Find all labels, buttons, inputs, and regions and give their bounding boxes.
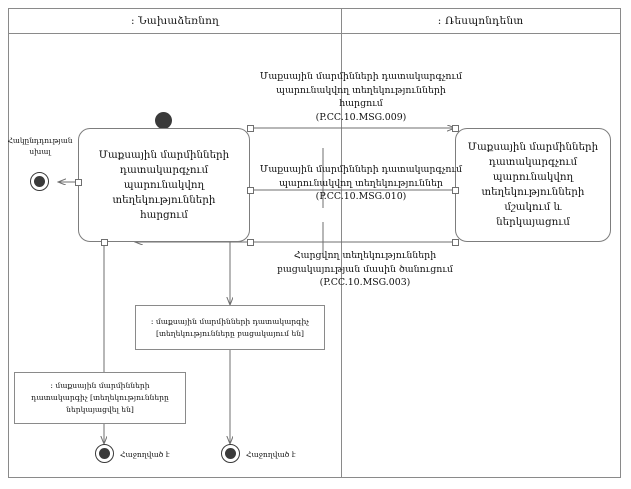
note-absent-text: : մաքսային մարմինների դատակարգիչ [տեղեկո… [150, 316, 310, 338]
message-label-msg009: Մաքսային մարմինների դատակարգչում պարունա… [255, 70, 467, 124]
pin-process-top-left[interactable] [451, 124, 459, 132]
message-text-msg010: Մաքսային մարմինների դատակարգչում պարունա… [259, 164, 463, 202]
message-text-msg009: Մաքսային մարմինների դատակարգչում պարունա… [259, 71, 463, 109]
final-node-error[interactable] [30, 172, 49, 191]
note-absent[interactable]: : մաքսային մարմինների դատակարգիչ [տեղեկո… [135, 305, 325, 350]
pin-request-left[interactable] [74, 178, 82, 186]
message-label-msg003: Հարցվող տեղեկությունների բացակայության մ… [255, 249, 475, 290]
activity-request-label: Մաքսային մարմինների դատակարգչում պարունա… [98, 148, 230, 221]
error-end-label-text: Հակընդդության սխալ [7, 136, 73, 156]
final-node-right[interactable] [221, 444, 240, 463]
error-end-label: Հակընդդության սխալ [3, 136, 77, 157]
pin-request-top-right[interactable] [246, 124, 254, 132]
swimlane-title-respondent: : Ռեսպոնդենտ [437, 15, 524, 27]
message-text-msg003: Հարցվող տեղեկությունների բացակայության մ… [277, 250, 453, 288]
note-delivered[interactable]: : մաքսային մարմինների դատակարգիչ [տեղեկո… [14, 372, 186, 424]
pin-request-mid-right[interactable] [246, 186, 254, 194]
final-node-left-label: Հաջողված է [120, 450, 170, 459]
pin-process-bottom-left[interactable] [451, 238, 459, 246]
message-code-msg009: (P.CC.10.MSG.009) [315, 111, 407, 123]
pin-request-bottom-right[interactable] [246, 238, 254, 246]
pin-request-bottom-left[interactable] [100, 238, 108, 246]
message-label-msg010: Մաքսային մարմինների դատակարգչում պարունա… [252, 163, 470, 204]
activity-process[interactable]: Մաքսային մարմինների դատակարգչում պարունա… [455, 128, 611, 242]
activity-request[interactable]: Մաքսային մարմինների դատակարգչում պարունա… [78, 128, 250, 242]
initial-node[interactable] [155, 112, 172, 129]
swimlane-title-initiator: : Նախաձեռնող [130, 15, 220, 27]
note-delivered-text: : մաքսային մարմինների դատակարգիչ [տեղեկո… [31, 381, 169, 414]
final-node-right-label: Հաջողված է [246, 450, 296, 459]
swimlane-divider [340, 8, 342, 478]
activity-process-label: Մաքսային մարմինների դատակարգչում պարունա… [467, 141, 599, 228]
pin-process-mid-left[interactable] [451, 186, 459, 194]
swimlane-header-respondent: : Ռեսպոնդենտ [341, 8, 621, 34]
final-node-left[interactable] [95, 444, 114, 463]
swimlane-header-initiator: : Նախաձեռնող [8, 8, 341, 34]
